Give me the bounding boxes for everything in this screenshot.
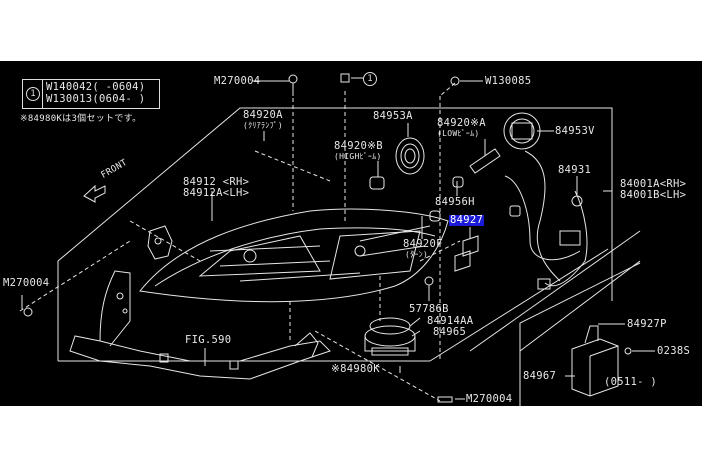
note-divider xyxy=(42,80,43,108)
note-line-2: W130013(0604- ) xyxy=(46,93,146,105)
part-sublabel-84920A-low: (LOWﾋﾞｰﾑ) xyxy=(437,129,480,138)
part-label-84920B[interactable]: 84920※B xyxy=(334,140,383,152)
side-bracket xyxy=(147,225,173,260)
main-frame xyxy=(57,107,613,362)
note-line-1: W140042( -0604) xyxy=(46,81,146,93)
part-sublabel-84920F: (ﾀｰﾝ) xyxy=(405,250,429,259)
part-label-84920A-low[interactable]: 84920※A xyxy=(437,117,486,129)
bracket-84927 xyxy=(454,235,479,272)
part-sublabel-84920B: (HIGHﾋﾞｰﾑ) xyxy=(334,152,382,161)
part-label-m270004-top[interactable]: M270004 xyxy=(214,75,261,87)
cap-84953V xyxy=(503,112,541,150)
leader-lines xyxy=(21,77,655,400)
part-label-84912A[interactable]: 84912A<LH> xyxy=(183,187,250,199)
note-box: 1 W140042( -0604) W130013(0604- ) xyxy=(22,79,160,109)
part-label-84956H[interactable]: 84956H xyxy=(435,196,475,208)
part-label-84931[interactable]: 84931 xyxy=(558,164,592,176)
part-sublabel-84920A: (ｸﾘｱﾗﾝﾌﾟ) xyxy=(243,121,284,130)
part-label-84927P[interactable]: 84927P xyxy=(627,318,667,330)
parts-diagram: 1 W140042( -0604) W130013(0604- ) ※84980… xyxy=(0,61,702,406)
callout-circle: 1 xyxy=(363,72,377,86)
part-label-84001B[interactable]: 84001B<LH> xyxy=(620,189,687,201)
dashed-guides xyxy=(19,82,461,402)
cap-84953A xyxy=(395,137,425,175)
kit-note: ※84980Kは3個セットです。 xyxy=(20,114,142,124)
leveling-motor xyxy=(364,317,416,356)
part-label-0238S[interactable]: 0238S xyxy=(657,345,691,357)
part-label-84927-selected[interactable]: 84927 xyxy=(449,214,485,226)
control-unit xyxy=(571,325,619,397)
callout-number: 1 xyxy=(26,87,40,101)
part-label-m270004-left[interactable]: M270004 xyxy=(3,277,50,289)
part-label-57786B[interactable]: 57786B xyxy=(409,303,449,315)
part-label-84980K[interactable]: ※84980K xyxy=(331,363,380,375)
part-label-84967[interactable]: 84967 xyxy=(523,370,557,382)
part-label-fig590[interactable]: FIG.590 xyxy=(185,334,232,346)
part-label-84914AA[interactable]: 84914AA xyxy=(427,315,474,327)
front-arrow xyxy=(83,184,106,203)
part-date-0511: (0511- ) xyxy=(604,376,657,388)
wire-harness xyxy=(504,150,588,290)
diagram-linework xyxy=(19,73,655,406)
part-label-84920A[interactable]: 84920A xyxy=(243,109,283,121)
part-label-84920F[interactable]: 84920F xyxy=(403,238,443,250)
bulbs xyxy=(369,148,501,222)
part-label-84953A[interactable]: 84953A xyxy=(373,110,413,122)
part-label-84001A[interactable]: 84001A<RH> xyxy=(620,178,687,190)
part-label-84912[interactable]: 84912 <RH> xyxy=(183,176,250,188)
inset-frame xyxy=(519,262,641,406)
headlamp-body xyxy=(139,208,449,303)
part-label-m270004-bottom[interactable]: M270004 xyxy=(466,393,513,405)
part-label-84965[interactable]: 84965 xyxy=(433,326,467,338)
part-label-84953V[interactable]: 84953V xyxy=(555,125,595,137)
radiator-panel xyxy=(69,270,331,380)
part-label-w130085[interactable]: W130085 xyxy=(485,75,532,87)
page-background-bottom xyxy=(0,406,702,468)
